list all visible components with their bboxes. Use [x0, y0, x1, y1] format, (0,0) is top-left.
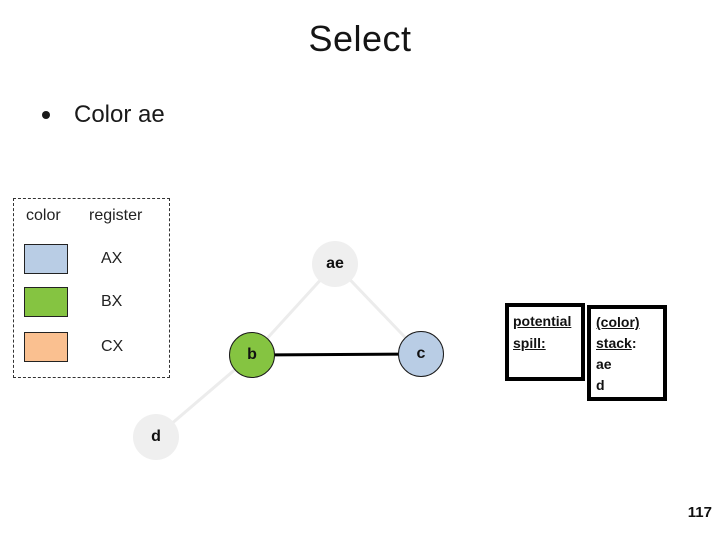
potential-spill-line1: potential	[513, 313, 572, 329]
graph-node-c: c	[398, 331, 444, 377]
register-label-cx: CX	[101, 338, 124, 355]
slide-title: Select	[308, 18, 412, 59]
legend-row-cx: CX	[24, 332, 123, 362]
graph-node-b: b	[229, 332, 275, 378]
bullet-icon	[42, 111, 50, 119]
bullet-text: Color ae	[74, 101, 165, 128]
bullet-item: Color ae	[42, 101, 165, 129]
node-label-ae: ae	[326, 255, 344, 272]
stack-title-line1: (color)	[596, 314, 640, 330]
legend-header-color: color	[26, 207, 61, 224]
color-swatch-bx	[24, 287, 68, 317]
stack-item: ae	[596, 356, 612, 372]
stack-title-line2: stack	[596, 335, 632, 351]
register-label-bx: BX	[101, 293, 123, 310]
color-swatch-ax	[24, 244, 68, 274]
node-label-d: d	[151, 428, 161, 445]
node-label-c: c	[416, 345, 426, 362]
legend-row-bx: BX	[24, 287, 122, 317]
legend-header: color register	[26, 207, 161, 225]
color-swatch-cx	[24, 332, 68, 362]
page-number: 117	[687, 504, 712, 521]
graph-node-ae: ae	[312, 241, 358, 287]
legend-row-ax: AX	[24, 244, 122, 274]
node-label-b: b	[247, 346, 257, 363]
legend-header-register: register	[89, 207, 143, 224]
stack-title-colon: :	[631, 335, 637, 351]
stack-item: d	[596, 377, 605, 393]
potential-spill-box: potential spill:	[505, 303, 585, 381]
register-label-ax: AX	[101, 250, 123, 267]
color-register-legend: color register AX BX CX	[13, 198, 170, 378]
edge-b-c	[251, 352, 422, 357]
color-stack-box: (color) stack: ae d	[587, 305, 667, 401]
potential-spill-line2: spill:	[513, 335, 546, 351]
graph-node-d: d	[133, 414, 179, 460]
